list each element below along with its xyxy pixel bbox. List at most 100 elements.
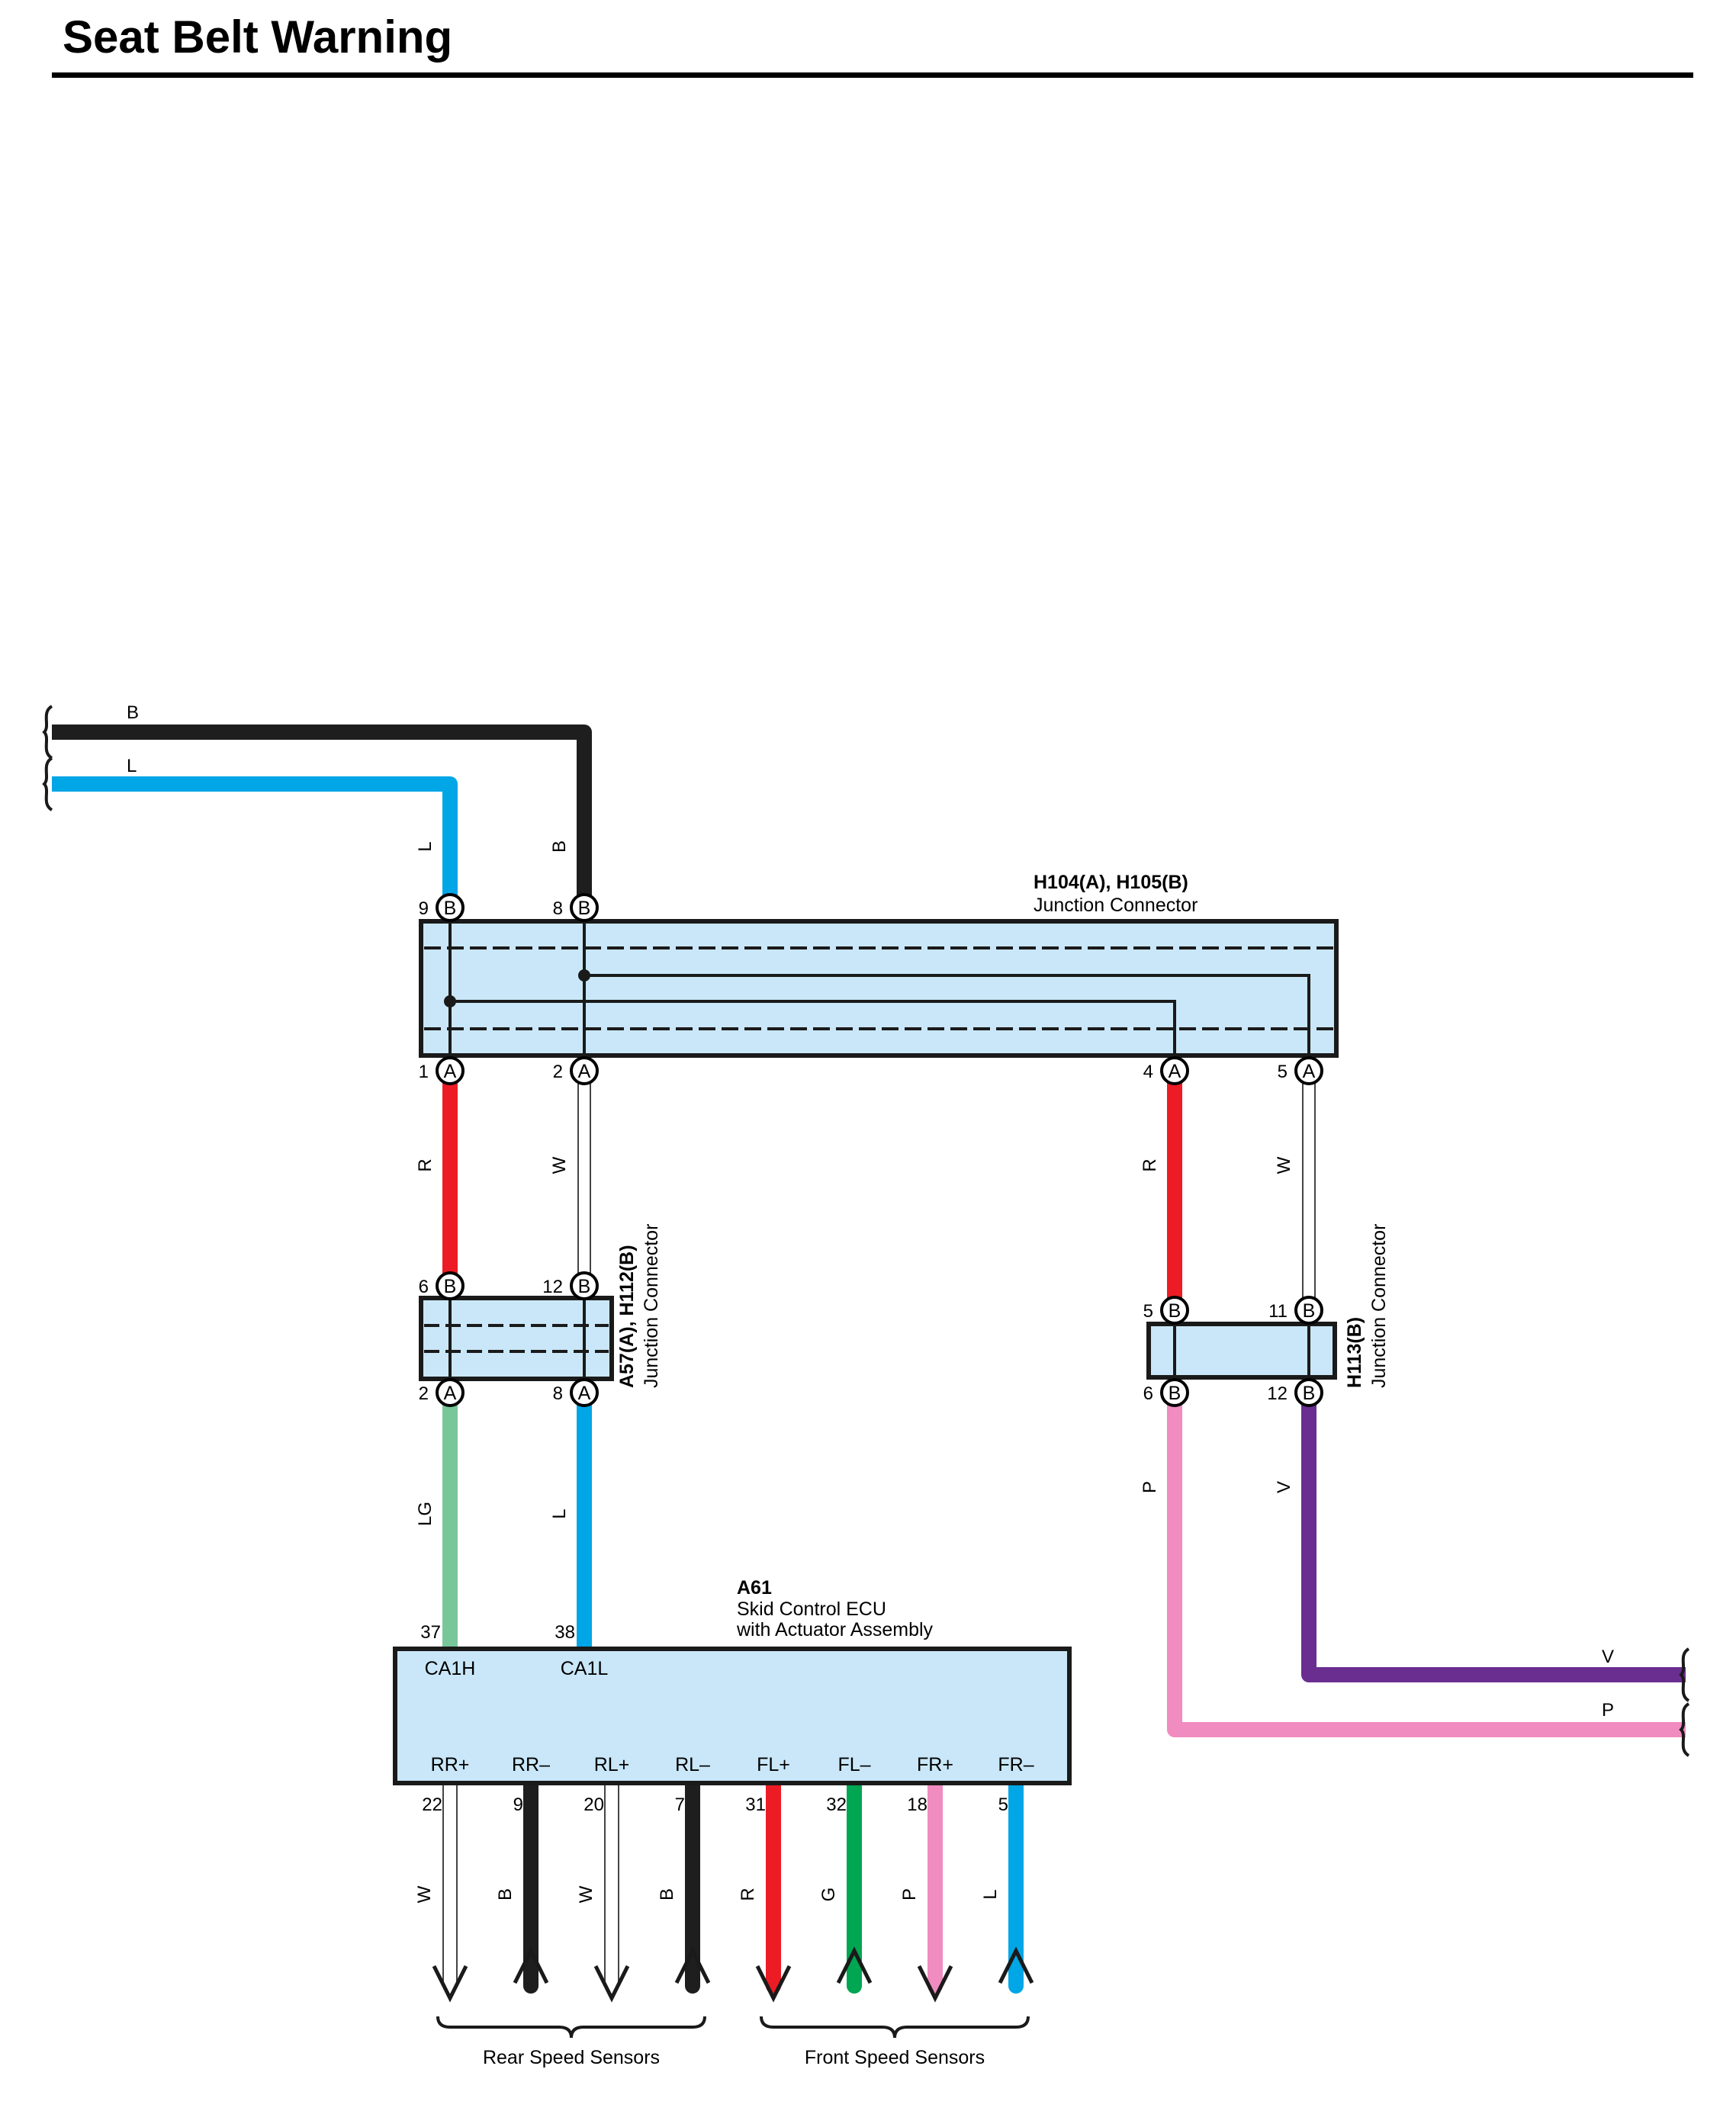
h104-pin-number: 9 bbox=[419, 898, 429, 919]
wire-label-v-right: V bbox=[1602, 1647, 1614, 1667]
front-sensors-label: Front Speed Sensors bbox=[805, 2047, 985, 2068]
h104-pin-number: 4 bbox=[1143, 1062, 1153, 1082]
break-mark-p bbox=[1679, 1702, 1690, 1757]
wire-label-w-left: W bbox=[549, 1156, 570, 1174]
wire-label-r-right: R bbox=[1140, 1158, 1160, 1171]
sensor-arrow-out bbox=[432, 1965, 468, 2003]
connectors-layer bbox=[393, 919, 1339, 1785]
a57-pin-12 bbox=[570, 1271, 599, 1300]
a57-pin-8 bbox=[570, 1378, 599, 1407]
wire-label-lg: LG bbox=[415, 1502, 436, 1526]
h104-pin-1 bbox=[436, 1056, 465, 1085]
ecu-pin-number: 31 bbox=[745, 1795, 766, 1815]
h113-pin-number: 11 bbox=[1268, 1301, 1288, 1322]
a57-pin-number: 2 bbox=[419, 1383, 429, 1404]
a57-pin-number: 6 bbox=[419, 1277, 429, 1297]
h113-pin-number: 12 bbox=[1267, 1383, 1288, 1404]
a57-pin-number: 8 bbox=[553, 1383, 563, 1404]
h113-pin-6 bbox=[1160, 1378, 1189, 1407]
h113-pin-5-letter: B bbox=[1169, 1300, 1181, 1322]
h113-pin-12-letter: B bbox=[1303, 1383, 1316, 1404]
a57-junction-box bbox=[419, 1296, 614, 1381]
ecu-pin-number: 22 bbox=[422, 1795, 442, 1815]
break-mark-l bbox=[42, 757, 53, 811]
h113-junction-box bbox=[1146, 1322, 1337, 1380]
sensor-wire-label: B bbox=[657, 1888, 677, 1901]
wire-v bbox=[1301, 1393, 1686, 1682]
ecu-pin-name: FL+ bbox=[757, 1754, 790, 1775]
a57-pin-number: 12 bbox=[542, 1277, 563, 1297]
sensor-wire-label: G bbox=[818, 1888, 839, 1902]
h104-internal-to-4 bbox=[450, 1000, 1176, 1056]
sensor-arrow-out bbox=[917, 1965, 953, 2003]
a61-ecu-box bbox=[393, 1647, 1072, 1785]
wire-label-p-right: P bbox=[1602, 1700, 1614, 1721]
ecu-pin-name: FR– bbox=[998, 1754, 1034, 1775]
h104-pin-4 bbox=[1160, 1056, 1189, 1085]
h104-desc: Junction Connector bbox=[1034, 895, 1198, 916]
h104-pin-2-letter: A bbox=[578, 1061, 591, 1082]
ecu-pin-name: CA1L bbox=[561, 1658, 609, 1679]
h104-pin-1-letter: A bbox=[444, 1061, 457, 1082]
h104-pin-number: 2 bbox=[553, 1062, 563, 1082]
wire-b-top bbox=[52, 725, 592, 908]
h113-pin-6-letter: B bbox=[1169, 1383, 1181, 1404]
h113-pin-number: 5 bbox=[1143, 1301, 1153, 1322]
sensor-wire-label: B bbox=[495, 1888, 516, 1901]
ecu-pin-number: 38 bbox=[555, 1622, 575, 1643]
h104-pin-number: 5 bbox=[1278, 1062, 1288, 1082]
ecu-pin-name: RR– bbox=[512, 1754, 550, 1775]
ecu-pin-name: CA1H bbox=[425, 1658, 476, 1679]
h113-pin-5 bbox=[1160, 1296, 1189, 1325]
sensor-wire-label: L bbox=[980, 1889, 1001, 1899]
a61-desc-1: Skid Control ECU bbox=[737, 1599, 886, 1620]
h104-pin-5 bbox=[1294, 1056, 1323, 1085]
ecu-pin-name: RR+ bbox=[431, 1754, 470, 1775]
sensor-wire-label: W bbox=[414, 1885, 435, 1903]
sensor-arrow-out bbox=[593, 1965, 630, 2003]
title-rule bbox=[52, 72, 1693, 78]
ecu-pin-number: 18 bbox=[907, 1795, 927, 1815]
h113-desc: Junction Connector bbox=[1368, 1224, 1390, 1388]
ecu-pin-number: 7 bbox=[675, 1795, 685, 1815]
h104-internal-to-5 bbox=[584, 974, 1310, 1056]
a61-desc-2: with Actuator Assembly bbox=[736, 1619, 934, 1640]
wire-l-top bbox=[52, 776, 458, 908]
a57-pin-6-letter: B bbox=[444, 1276, 457, 1297]
wire-label-l-vert: L bbox=[415, 841, 436, 851]
sensor-wire-label: W bbox=[576, 1885, 596, 1903]
wire-label-p: P bbox=[1140, 1481, 1160, 1493]
front-sensors-bracket bbox=[760, 2016, 1030, 2039]
h104-junction-box bbox=[419, 919, 1339, 1058]
sensor-arrow-out bbox=[755, 1965, 792, 2003]
ecu-pin-number: 37 bbox=[420, 1622, 441, 1643]
h104-pin-8-letter: B bbox=[578, 898, 591, 919]
a61-name: A61 bbox=[737, 1577, 772, 1599]
wire-label-l-mid: L bbox=[549, 1509, 570, 1518]
h113-pin-number: 6 bbox=[1143, 1383, 1153, 1404]
ecu-pin-number: 32 bbox=[826, 1795, 847, 1815]
h113-pin-11-letter: B bbox=[1303, 1300, 1316, 1322]
h113-pin-11 bbox=[1294, 1296, 1323, 1325]
sensor-wire-label: P bbox=[899, 1888, 920, 1901]
h104-pin-2 bbox=[570, 1056, 599, 1085]
sensor-arrow-in bbox=[674, 1946, 711, 1984]
wire-label-r-left: R bbox=[415, 1158, 436, 1171]
h104-pin-9-letter: B bbox=[444, 898, 457, 919]
h104-splice-dot bbox=[444, 995, 456, 1007]
ecu-pin-number: 20 bbox=[583, 1795, 604, 1815]
sensor-arrow-in bbox=[998, 1946, 1034, 1984]
ecu-pin-number: 5 bbox=[998, 1795, 1008, 1815]
ecu-pin-name: RL+ bbox=[594, 1754, 630, 1775]
h104-pin-number: 1 bbox=[419, 1062, 429, 1082]
wire-label-w-right: W bbox=[1274, 1156, 1294, 1174]
a57-pin-12-letter: B bbox=[578, 1276, 591, 1297]
rear-sensors-bracket bbox=[436, 2016, 706, 2039]
a57-pin-2 bbox=[436, 1378, 465, 1407]
a57-pin-2-letter: A bbox=[444, 1383, 457, 1404]
wire-label-l-top: L bbox=[127, 756, 137, 776]
sensor-wire-label: R bbox=[738, 1888, 758, 1901]
